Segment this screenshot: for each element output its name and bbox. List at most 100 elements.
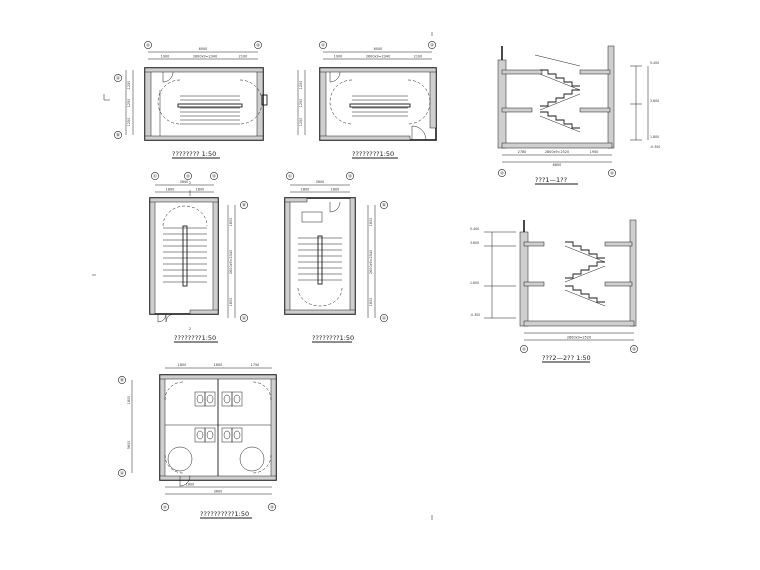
axis-label: Ⓑ (120, 377, 125, 384)
dim-text: 1800 (301, 188, 310, 192)
axis-label: Ⓑ (116, 132, 121, 139)
dim-text: 1800 (369, 298, 373, 307)
drawing-caption: ???????? 1:50 (172, 150, 216, 158)
dim-text: 1800 (196, 188, 205, 192)
axis-bubble-4 (210, 172, 218, 180)
dim-text: 1250 (127, 99, 131, 108)
axis-bubble-b (240, 201, 248, 209)
level-text: 5.400 (650, 61, 659, 65)
drawing-caption: ????????1:50 (174, 334, 216, 342)
axis-bubble-2 (319, 41, 327, 49)
axis-label: Ⓐ (116, 75, 121, 82)
axis-label: ④ (610, 171, 614, 176)
axis-label: ② (186, 174, 190, 179)
axis-label: ② (522, 347, 526, 352)
axis-label: ④ (632, 347, 636, 352)
level-text: 3.600 (650, 99, 659, 103)
dim-text: 1800 (178, 363, 187, 367)
axis-label: ② (163, 505, 167, 510)
axis-bubble-2 (184, 172, 192, 180)
dim-text: 3600 (316, 180, 325, 184)
dim-text: 1800 (166, 188, 175, 192)
level-text: -0.300 (470, 313, 480, 317)
drawing-caption: ???1—1?? (535, 176, 567, 184)
axis-label: ④ (270, 505, 274, 510)
drawing-caption: ????????1:50 (312, 334, 354, 342)
dim-text: 3600 (127, 441, 131, 450)
axis-label: ② (321, 43, 325, 48)
dim-text: 6600 (553, 163, 562, 167)
axis-label: ② (500, 171, 504, 176)
dim-text: 3600 (180, 180, 189, 184)
drawing-caption: ???2—2?? 1:50 (542, 354, 591, 362)
dim-text: 6000 (374, 47, 383, 51)
dim-text: 1250 (127, 81, 131, 90)
dim-text: 1800 (229, 218, 233, 227)
dim-text: 2800x9=2520 (545, 150, 569, 154)
dim-text: 2600x9=2340 (229, 250, 233, 274)
dim-text: 1800 (369, 218, 373, 227)
axis-label: ④ (430, 43, 434, 48)
axis-bubble-2 (498, 169, 506, 177)
axis-bubble-2 (520, 345, 528, 353)
level-text: 5.400 (470, 227, 479, 231)
axis-bubble-4 (268, 503, 276, 511)
section-2-2: ② ④ 2800x9=2520 5.400 3.600 1.800 -0.300… (470, 219, 638, 363)
dim-text: 2100 (414, 55, 423, 59)
plan-mid-mid: ① ④ Ⓑ Ⓐ 3600 1800 1800 1800 2600x9=2340 … (284, 172, 388, 343)
axis-bubble-b (380, 201, 388, 209)
plan-bottom-toilet: ② ④ Ⓑ Ⓐ 1800 1800 1750 1800 3600 3600 18… (118, 363, 277, 519)
dim-text: 2100 (239, 55, 248, 59)
level-text: 3.600 (470, 241, 479, 245)
axis-label: Ⓐ (242, 315, 247, 322)
axis-label: Ⓑ (382, 202, 387, 209)
axis-bubble-a (118, 469, 126, 477)
drawing-caption: ????????1:50 (352, 150, 394, 158)
axis-bubble-4 (608, 169, 616, 177)
level-text: -0.300 (650, 145, 660, 149)
axis-bubble-2 (144, 41, 152, 49)
axis-label: Ⓐ (120, 470, 125, 477)
dim-text: 1800 (127, 396, 131, 405)
section-mark: 2 (189, 327, 191, 331)
axis-bubble-b (114, 131, 122, 139)
plan-top-left: ② ④ Ⓐ Ⓑ 6000 1900 2600x9=2340 2100 1250 … (103, 41, 268, 159)
drawing-caption: ??????????1:50 (200, 510, 249, 518)
axis-bubble-4 (428, 41, 436, 49)
dim-text: 1900 (161, 55, 170, 59)
dim-text: 1750 (251, 363, 260, 367)
axis-label: ① (153, 174, 157, 179)
dim-text: 1250 (299, 81, 303, 90)
dim-text: 1250 (299, 99, 303, 108)
section-1-1: ② ④ 2780 2800x9=2520 1900 6600 5.400 3.6… (497, 45, 660, 185)
plan-mid-left: ① ② ④ Ⓑ Ⓐ 2 2 3600 1800 1800 1800 2600x9… (149, 172, 248, 343)
axis-bubble-4 (346, 172, 354, 180)
section-mark: 2 (189, 181, 191, 185)
dim-text: 1900 (590, 150, 599, 154)
axis-bubble-1 (151, 172, 159, 180)
dim-text: 1250 (127, 118, 131, 127)
dim-text: 1250 (299, 118, 303, 127)
axis-bubble-a (114, 74, 122, 82)
dim-text: 1800 (186, 483, 195, 487)
dim-text: 2800x9=2520 (567, 336, 591, 340)
axis-label: Ⓑ (242, 202, 247, 209)
dim-text: 2600x9=2340 (193, 55, 217, 59)
dim-text: 1800 (214, 363, 223, 367)
axis-label: ② (146, 43, 150, 48)
level-text: 1.800 (650, 135, 659, 139)
axis-bubble-4 (630, 345, 638, 353)
axis-label: ④ (212, 174, 216, 179)
axis-label: Ⓐ (382, 315, 387, 322)
dim-text: 3600 (214, 490, 223, 494)
dim-text: 2600x9=2340 (369, 250, 373, 274)
dim-text: 1800 (331, 188, 340, 192)
axis-label: ④ (256, 43, 260, 48)
axis-label: ④ (348, 174, 352, 179)
dim-text: 1800 (229, 298, 233, 307)
axis-label: ① (288, 174, 292, 179)
axis-bubble-1 (286, 172, 294, 180)
axis-bubble-a (240, 314, 248, 322)
dim-text: 6000 (199, 47, 208, 51)
